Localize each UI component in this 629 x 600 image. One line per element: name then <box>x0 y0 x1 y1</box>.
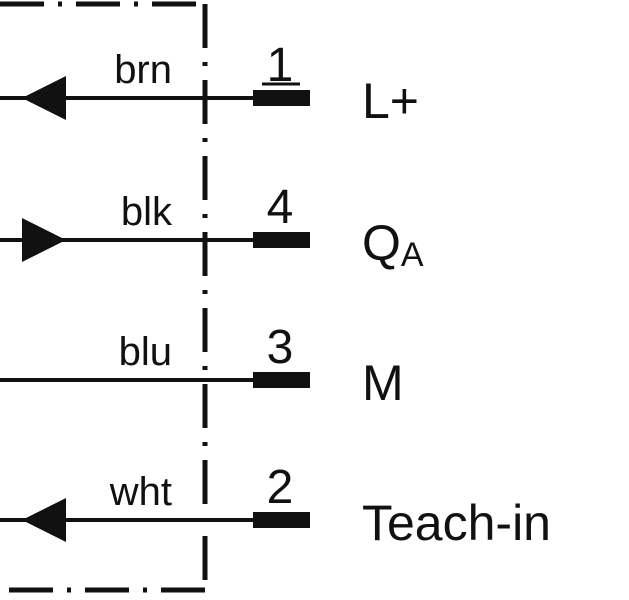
output-arrow-icon <box>22 76 66 120</box>
pin-contact <box>253 512 310 528</box>
signal-label: QA <box>362 215 424 274</box>
signal-label: Teach-in <box>362 495 551 551</box>
signal-name: Teach-in <box>362 495 551 551</box>
input-arrow-icon <box>22 218 66 262</box>
wire-color-label: brn <box>114 48 172 92</box>
signal-name: M <box>362 355 404 411</box>
pin-row-4: blk 4QA <box>0 181 424 274</box>
pin-number: 2 <box>267 461 294 514</box>
wire-color-label: blk <box>121 190 173 234</box>
signal-name: Q <box>362 215 401 271</box>
signal-name: L+ <box>362 73 419 129</box>
pin-contact <box>253 232 310 248</box>
pin-number: 3 <box>267 321 294 374</box>
pin-row-3: blu 3M <box>0 321 404 411</box>
housing-boundary <box>0 1 208 593</box>
wire-color-label: blu <box>119 330 172 374</box>
signal-subscript: A <box>401 236 424 274</box>
pin-number: 4 <box>267 181 294 234</box>
signal-label: M <box>362 355 404 411</box>
pin-contact <box>253 372 310 388</box>
output-arrow-icon <box>22 498 66 542</box>
pin-contact <box>253 90 310 106</box>
wire-color-label: wht <box>109 470 172 514</box>
signal-label: L+ <box>362 73 419 129</box>
